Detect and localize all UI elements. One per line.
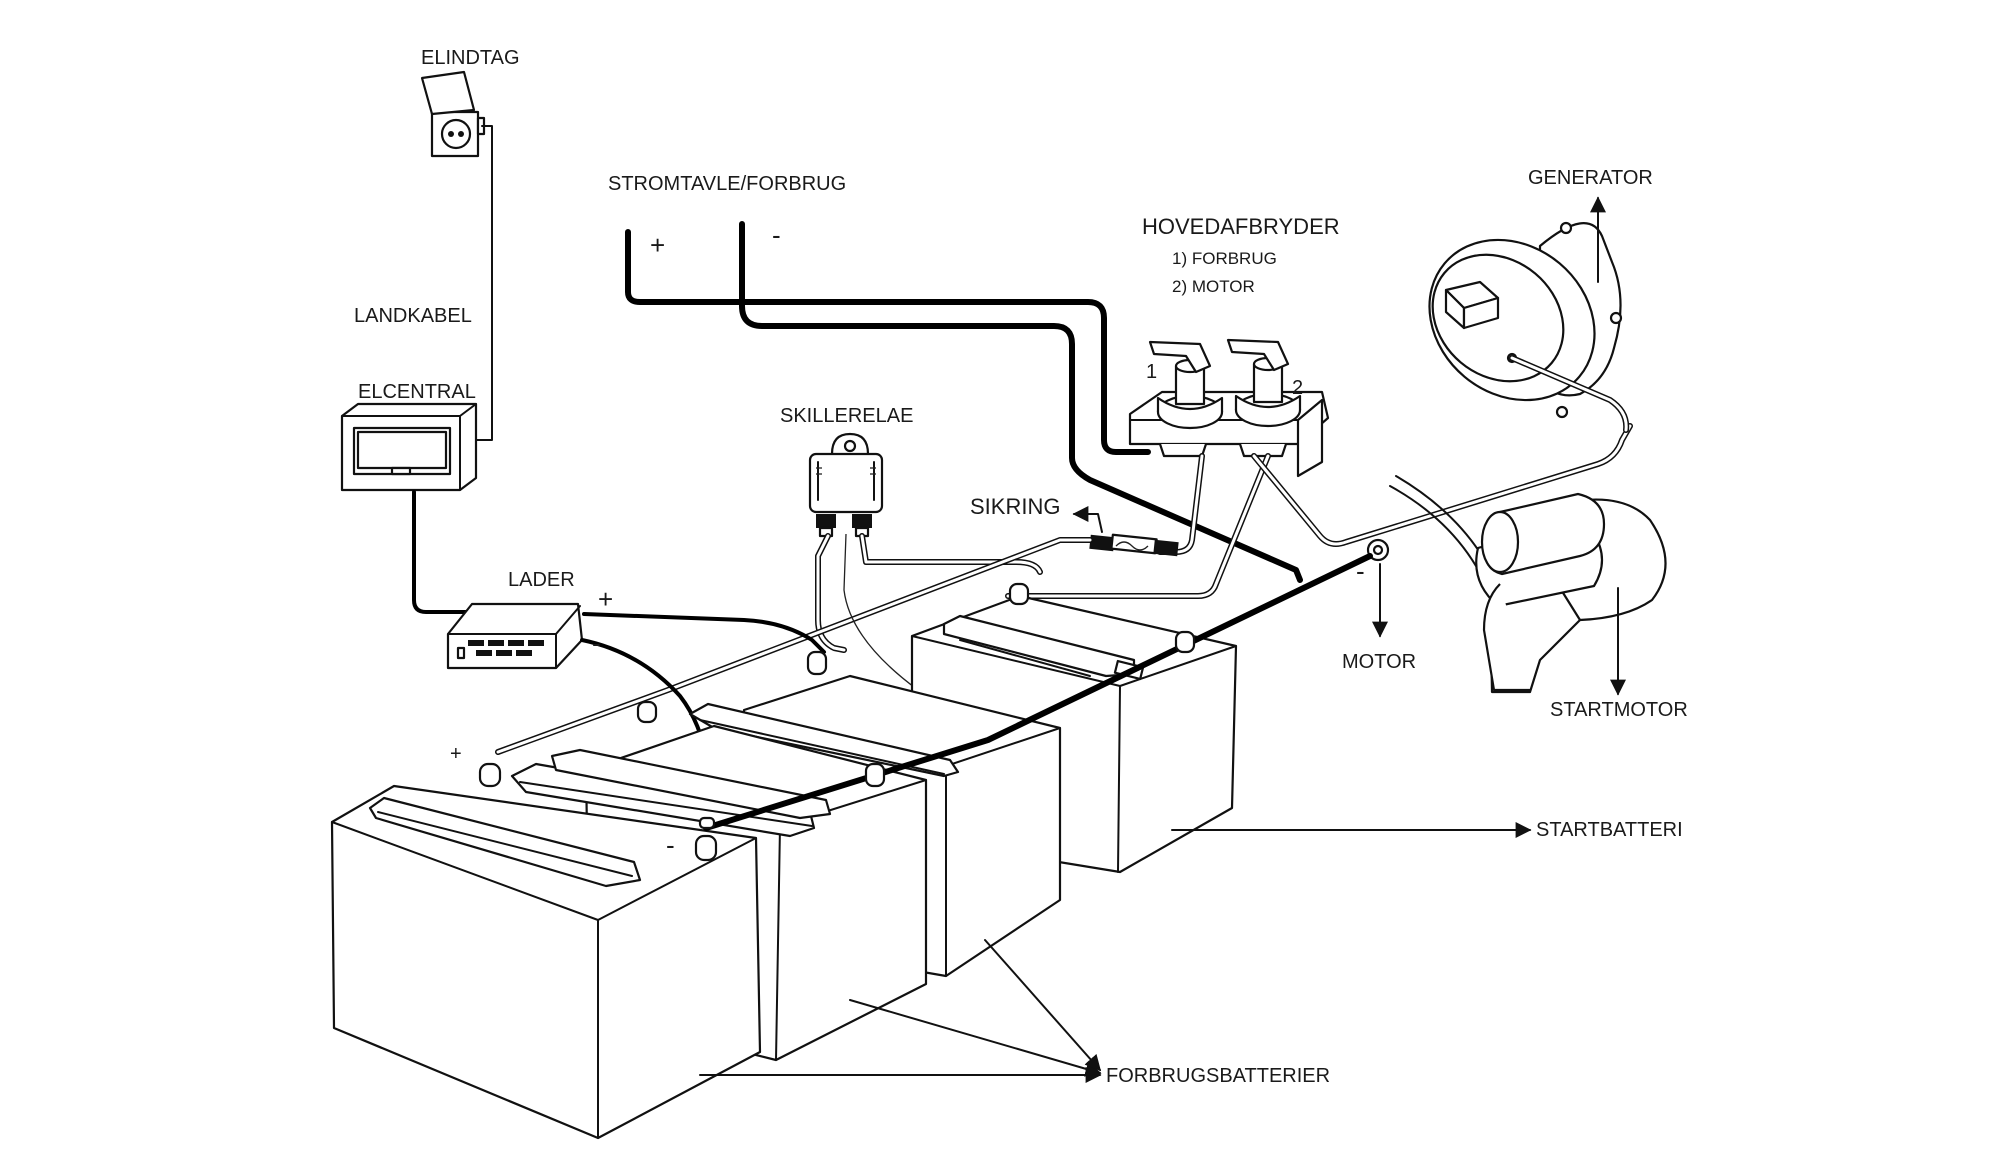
sikring-arrow <box>1072 506 1103 533</box>
switch-1-label: 1 <box>1146 361 1157 383</box>
lader-minus-sign: - <box>592 628 601 658</box>
relay-to-start-battery-wire <box>843 533 1011 713</box>
forbrugsbatterier-arrow-3 <box>984 939 1102 1072</box>
elindtag-label: ELINDTAG <box>421 47 520 69</box>
stromtavle-minus-cable <box>739 221 1303 583</box>
switch-to-startbatteri-cable <box>1005 453 1271 599</box>
landkabel-label: LANDKABEL <box>354 305 472 327</box>
motor-terminal <box>1366 538 1390 562</box>
lader-plus-sign: + <box>598 584 613 614</box>
battery-plus-sign: + <box>450 743 462 765</box>
sikring-fuse <box>1089 533 1179 557</box>
generator <box>1428 221 1623 419</box>
elcentral-to-lader-cable <box>412 490 484 614</box>
skillerelae-relay <box>808 432 884 538</box>
switch-2-label: 2 <box>1292 377 1303 399</box>
hovedafbryder-option-2: 2) MOTOR <box>1172 277 1255 296</box>
stromtavle-label: STROMTAVLE/FORBRUG <box>608 173 846 195</box>
forbrugsbatterier-label: FORBRUGSBATTERIER <box>1106 1065 1330 1087</box>
startbatteri-label: STARTBATTERI <box>1536 819 1683 841</box>
startmotor-label: STARTMOTOR <box>1550 699 1688 721</box>
lader-label: LADER <box>508 569 575 591</box>
elcentral-label: ELCENTRAL <box>358 381 476 403</box>
battery-minus-sign: - <box>666 830 675 860</box>
stromtavle-minus-sign: - <box>772 220 781 250</box>
elindtag-icon <box>420 70 486 158</box>
motor-label: MOTOR <box>1342 651 1416 673</box>
hovedafbryder-switch <box>1128 338 1330 478</box>
forbrugsbatteri-1 <box>330 784 762 1140</box>
battery-terminals <box>478 582 1196 862</box>
stromtavle-plus-cable <box>625 229 1151 455</box>
lader-charger <box>446 602 584 670</box>
motor-minus-sign: - <box>1356 556 1365 586</box>
lader-plus-cable <box>582 612 826 654</box>
hovedafbryder-label: HOVEDAFBRYDER <box>1142 214 1340 239</box>
ground-cable <box>703 553 1373 831</box>
skillerelae-label: SKILLERELAE <box>780 405 913 427</box>
generator-label: GENERATOR <box>1528 167 1653 189</box>
forbrugsbatterier-arrow-2 <box>849 999 1102 1077</box>
sikring-label: SIKRING <box>970 494 1060 519</box>
relay-to-switch-wire <box>859 533 1043 575</box>
startmotor <box>1389 475 1667 694</box>
stromtavle-plus-sign: + <box>650 230 665 260</box>
elcentral-box <box>340 402 478 492</box>
hovedafbryder-option-1: 1) FORBRUG <box>1172 249 1277 268</box>
